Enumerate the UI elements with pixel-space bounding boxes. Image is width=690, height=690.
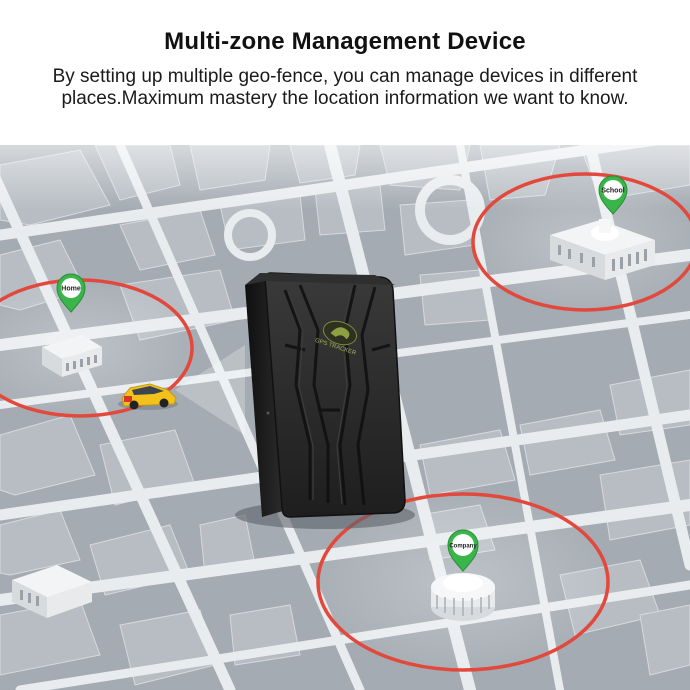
school-building (550, 219, 655, 280)
building (12, 565, 92, 618)
home-pin-label: Home (61, 286, 81, 293)
device-logo: GPS TRACKER (314, 320, 357, 357)
school-pin-label: School (601, 188, 624, 195)
page-subtitle: By setting up multiple geo-fence, you ca… (52, 66, 638, 109)
company-pin: Company (447, 529, 479, 572)
home-pin: Home (56, 273, 86, 313)
school-pin: School (598, 175, 628, 215)
home-building (42, 335, 102, 377)
page-title: Multi-zone Management Device (164, 28, 526, 55)
car-icon (118, 383, 178, 410)
company-pin-label: Company (449, 544, 477, 550)
company-building (431, 573, 495, 621)
city-map: Home School Company (0, 145, 690, 690)
gps-tracker-device: GPS TRACKER (235, 272, 415, 529)
device-led (266, 411, 270, 415)
signal-beam (175, 345, 245, 435)
